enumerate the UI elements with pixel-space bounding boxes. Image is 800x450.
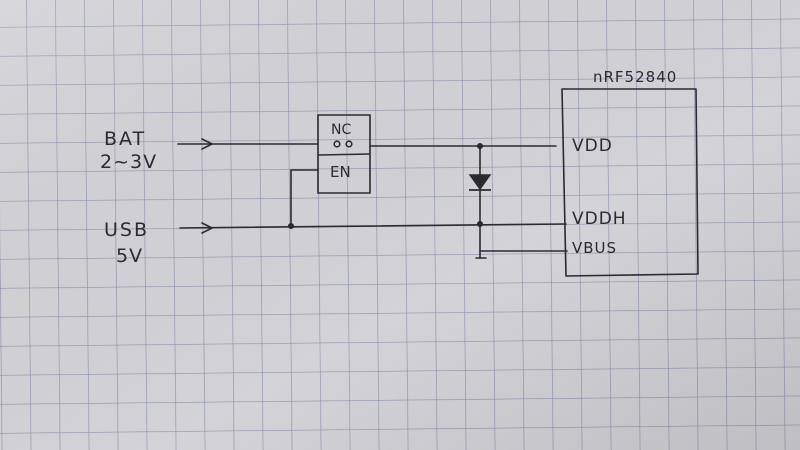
switch-contact-1-icon [333, 140, 341, 148]
junction-dot [477, 221, 483, 227]
bat-label: BAT [104, 128, 146, 150]
pin-vdd-label: VDD [572, 136, 613, 156]
bat-voltage-label: 2~3V [100, 151, 157, 173]
junction-dot [477, 143, 483, 149]
switch-contact-2-icon [345, 140, 353, 148]
usb-arrow-icon [201, 222, 213, 234]
junction-dot [288, 223, 294, 229]
pin-vddh-label: VDDH [572, 209, 627, 229]
switch-en-label: EN [330, 163, 351, 181]
chip-body [561, 88, 699, 277]
load-switch-divider [318, 153, 371, 156]
usb-voltage-label: 5V [116, 245, 143, 267]
switch-nc-label: NC [331, 122, 351, 138]
en-wire [290, 169, 319, 227]
usb-wire [179, 223, 567, 229]
pin-vbus-label: VBUS [572, 239, 617, 257]
bat-arrow-icon [201, 138, 213, 150]
diode-icon [468, 174, 492, 191]
chip-name-label: nRF52840 [593, 68, 677, 86]
usb-label: USB [104, 219, 149, 241]
